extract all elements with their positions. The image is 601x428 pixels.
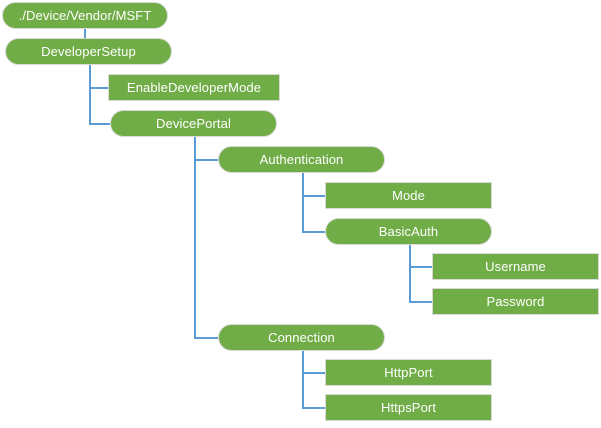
connector-basicauth-to-username — [409, 245, 432, 268]
connector-connection-to-httpsport — [302, 351, 325, 409]
connector-connection-to-httpport — [302, 351, 325, 374]
node-username[interactable]: Username — [432, 253, 599, 280]
node-label-developersetup: DeveloperSetup — [41, 44, 136, 59]
node-basicauth[interactable]: BasicAuth — [325, 218, 492, 245]
node-enabledevelopermode[interactable]: EnableDeveloperMode — [108, 74, 280, 101]
connector-authentication-to-basicauth — [302, 173, 325, 233]
connector-deviceportal-to-authentication — [194, 137, 218, 161]
node-label-httpsport: HttpsPort — [380, 400, 437, 415]
node-httpport[interactable]: HttpPort — [325, 359, 492, 386]
connector-authentication-to-mode — [302, 173, 325, 197]
node-label-authentication: Authentication — [259, 152, 344, 167]
node-label-username: Username — [485, 259, 546, 274]
node-label-root: ./Device/Vendor/MSFT — [18, 8, 152, 23]
node-password[interactable]: Password — [432, 288, 599, 315]
node-label-connection: Connection — [268, 330, 335, 345]
node-developersetup[interactable]: DeveloperSetup — [5, 38, 172, 65]
connector-developersetup-to-deviceportal — [89, 65, 110, 125]
node-authentication[interactable]: Authentication — [218, 146, 385, 173]
node-label-basicauth: BasicAuth — [378, 224, 439, 239]
node-label-enabledevelopermode: EnableDeveloperMode — [126, 80, 262, 95]
node-root[interactable]: ./Device/Vendor/MSFT — [2, 2, 168, 29]
node-label-httpport: HttpPort — [384, 365, 433, 380]
node-label-mode: Mode — [392, 188, 425, 203]
node-connection[interactable]: Connection — [218, 324, 385, 351]
node-deviceportal[interactable]: DevicePortal — [110, 110, 277, 137]
node-label-password: Password — [486, 294, 545, 309]
node-mode[interactable]: Mode — [325, 182, 492, 209]
connector-developersetup-to-enabledevelopermode — [89, 65, 108, 89]
node-label-deviceportal: DevicePortal — [156, 116, 231, 131]
connector-deviceportal-to-connection — [194, 137, 218, 339]
connector-basicauth-to-password — [409, 245, 432, 303]
node-httpsport[interactable]: HttpsPort — [325, 394, 492, 421]
